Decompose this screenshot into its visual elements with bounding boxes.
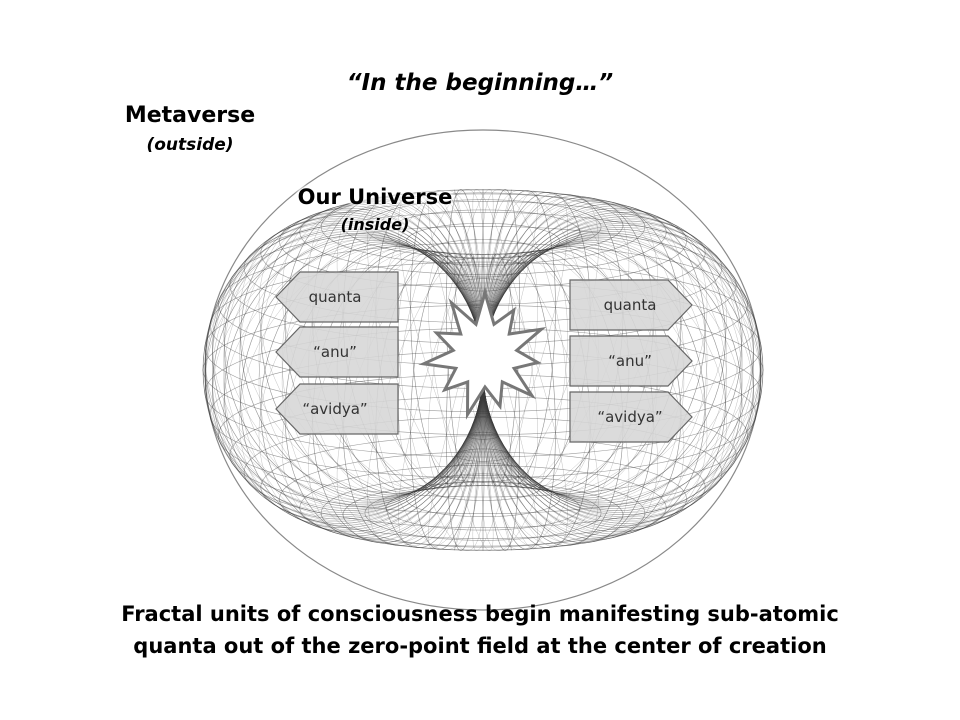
right-tag-anu-label: “anu”: [608, 352, 652, 370]
left-tag-avidya: “avidya”: [275, 383, 399, 435]
right-tag-avidya-label: “avidya”: [597, 408, 662, 426]
left-tag-quanta: quanta: [275, 271, 399, 323]
zero-point-star: [418, 287, 547, 420]
left-tag-avidya-label: “avidya”: [302, 400, 367, 418]
diagram-title: “In the beginning…”: [346, 70, 614, 96]
right-tag-avidya: “avidya”: [569, 391, 693, 443]
right-tag-anu: “anu”: [569, 335, 693, 387]
metaverse-sub-label: (outside): [146, 135, 234, 155]
caption-line-2: quanta out of the zero-point field at th…: [133, 634, 827, 658]
universe-sub-label: (inside): [340, 215, 410, 234]
right-tag-quanta: quanta: [569, 279, 693, 331]
metaverse-label: Metaverse: [124, 103, 256, 128]
left-tag-anu-label: “anu”: [313, 343, 357, 361]
caption-line-1: Fractal units of consciousness begin man…: [121, 602, 839, 626]
left-tag-anu: “anu”: [275, 326, 399, 378]
right-tag-quanta-label: quanta: [604, 296, 657, 314]
left-tag-quanta-label: quanta: [309, 288, 362, 306]
universe-label: Our Universe: [297, 185, 453, 209]
